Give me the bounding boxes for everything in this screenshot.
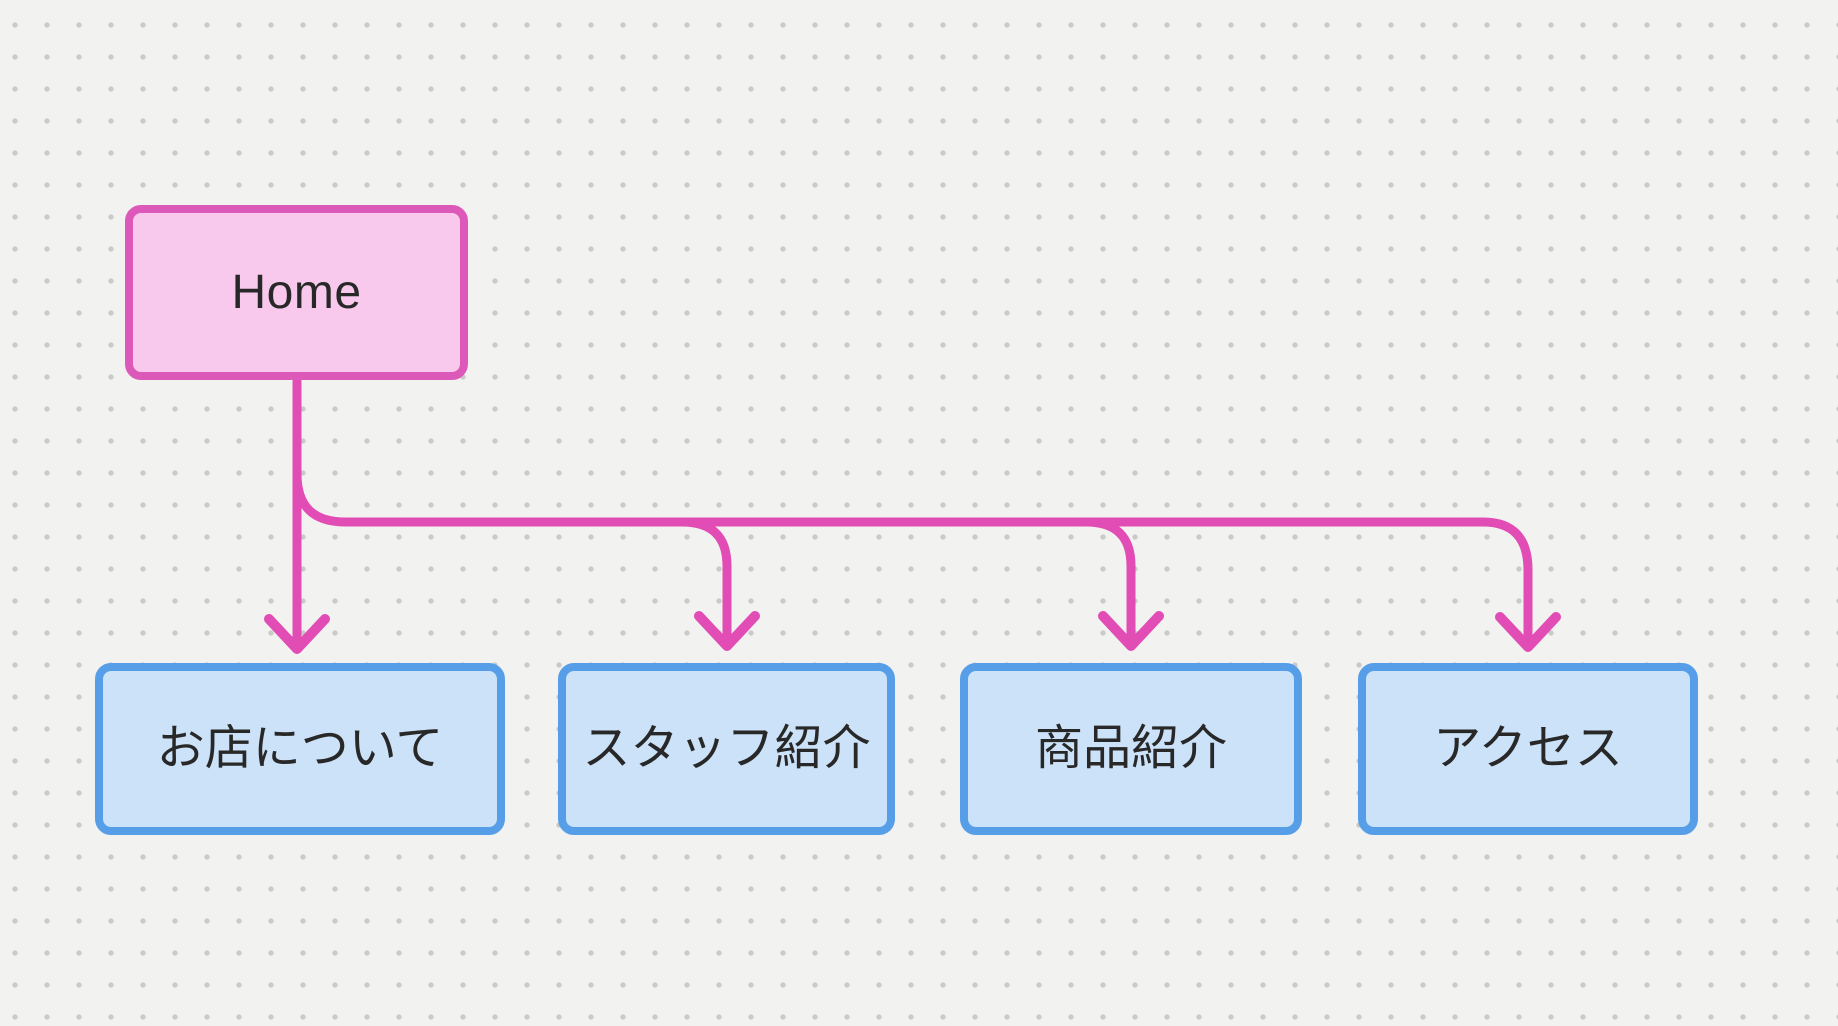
node-about-label: お店について [156,722,444,776]
connector-home-staff[interactable] [677,517,760,651]
arrowhead-down-icon[interactable] [1495,612,1561,652]
connector-home-products[interactable] [1081,517,1164,651]
node-access[interactable]: アクセス [1358,663,1698,835]
arrowhead-down-icon[interactable] [1098,611,1164,651]
node-products[interactable]: 商品紹介 [960,663,1302,835]
node-products-label: 商品紹介 [1034,722,1227,776]
arrowhead-down-icon[interactable] [264,614,330,654]
connector-home-access[interactable] [292,377,1561,652]
node-staff[interactable]: スタッフ紹介 [558,663,895,835]
node-home-label: Home [231,265,362,319]
node-access-label: アクセス [1433,722,1623,776]
node-staff-label: スタッフ紹介 [582,722,871,776]
connector-line[interactable] [1081,517,1136,646]
connector-line[interactable] [677,517,732,646]
node-home[interactable]: Home [125,205,468,380]
node-about[interactable]: お店について [95,663,505,835]
arrowhead-down-icon[interactable] [694,611,760,651]
connector-line[interactable] [292,377,1533,646]
